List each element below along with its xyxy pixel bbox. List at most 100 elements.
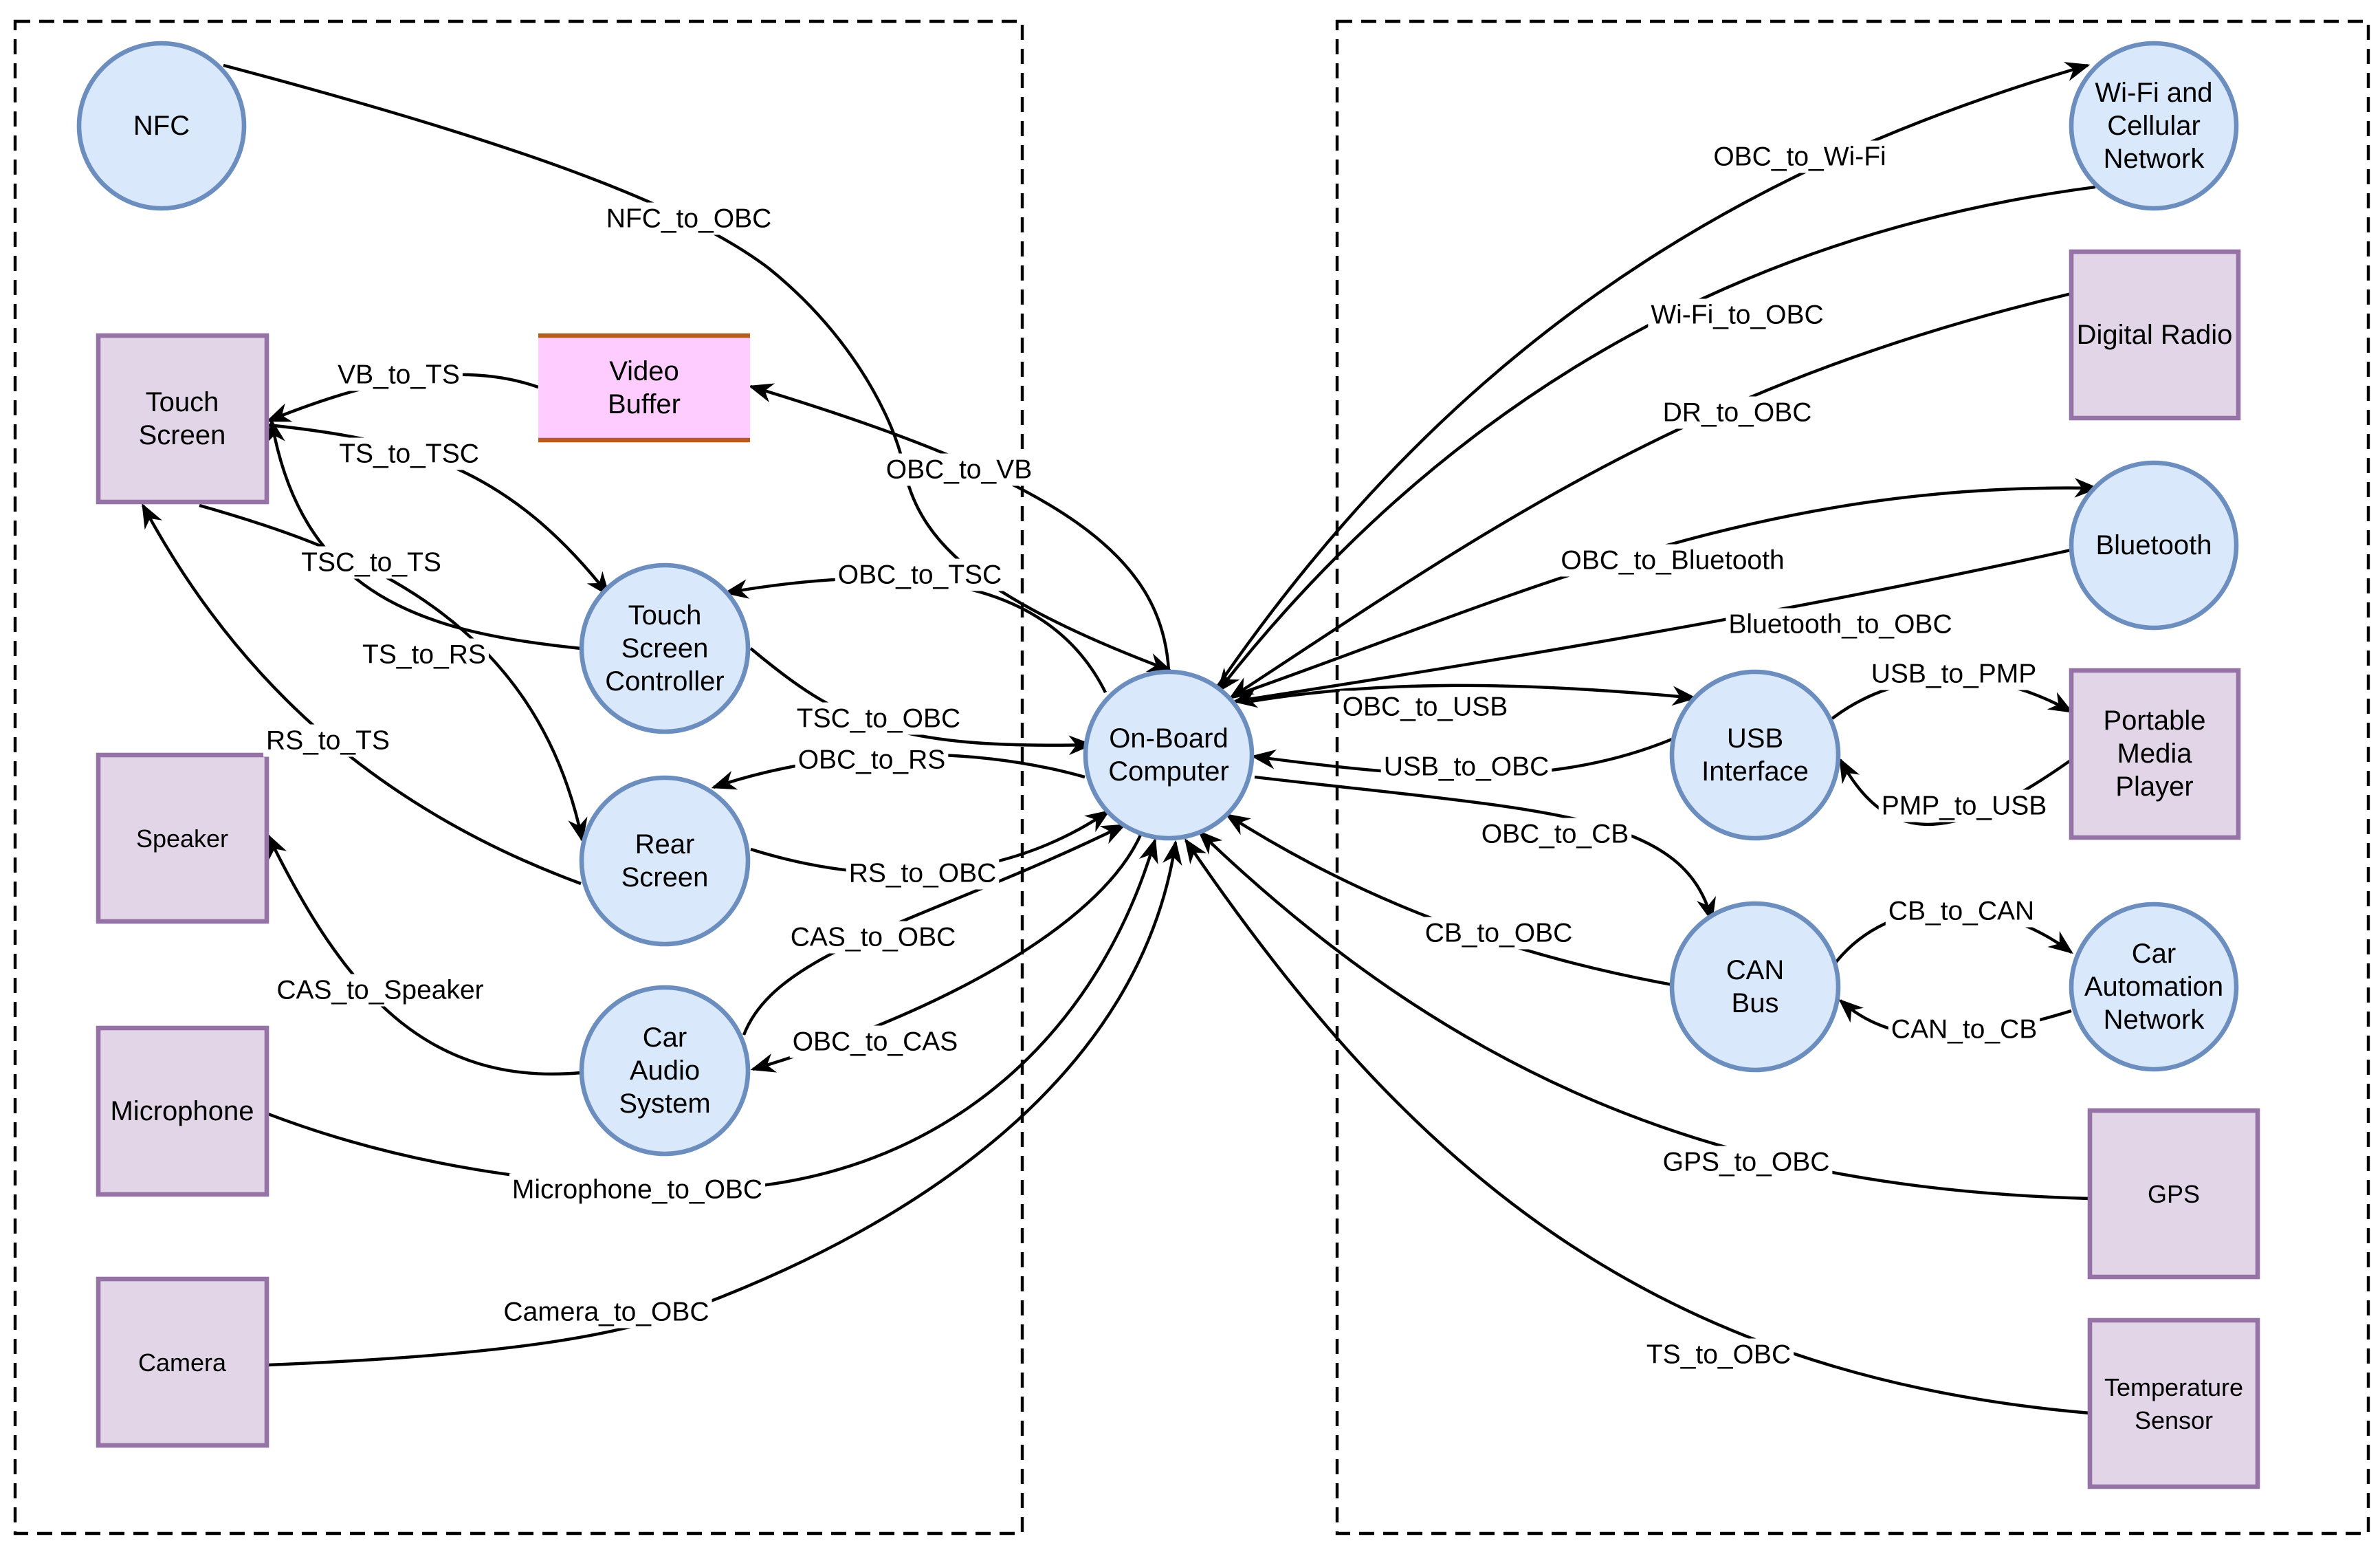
nfc-node: NFC: [76, 41, 247, 211]
flow-label-ts-to-tsc: TS_to_TSC: [339, 439, 479, 469]
label-line: Network: [2104, 144, 2205, 174]
label-line: Screen: [621, 862, 709, 893]
label-line: Screen: [621, 633, 709, 664]
camera-label: Camera: [138, 1348, 227, 1377]
label-line: Car: [643, 1023, 687, 1053]
label-line: Touch: [146, 387, 219, 417]
speaker-node: Speaker: [96, 752, 269, 924]
flow-path-cb-to-obc: [1224, 813, 1673, 987]
flow-label-background: [1660, 396, 1815, 429]
flow-path-wifi-to-obc: [1216, 185, 2096, 693]
flow-label-background: [1380, 750, 1552, 783]
flow-label-obc-to-cb: OBC_to_CB: [1481, 820, 1629, 849]
speaker-label: Speaker: [136, 824, 228, 853]
flow-label-rs-to-obc: RS_to_OBC: [849, 859, 997, 888]
gps-node: GPS: [2087, 1108, 2260, 1280]
label-line: Bus: [1732, 988, 1779, 1018]
gps-label: GPS: [2148, 1180, 2200, 1208]
flow-label-background: [883, 453, 1035, 486]
flow-label-background: [1710, 140, 1889, 173]
label-line: GPS: [2148, 1180, 2200, 1208]
flow-path-ts-to-rs: [199, 503, 588, 843]
label-line: Computer: [1108, 756, 1229, 787]
flow-label-obc-to-cas: OBC_to_CAS: [793, 1027, 958, 1057]
flow-label-obc-to-rs: OBC_to_RS: [798, 745, 946, 775]
microphone-node: Microphone: [96, 1025, 269, 1197]
flow-label-background: [1726, 608, 1955, 641]
flow-label-background: [787, 921, 959, 954]
flow-label-background: [336, 437, 482, 470]
flow-label-background: [1878, 789, 2050, 822]
flow-label-background: [509, 1173, 766, 1206]
flow-label-dr-to-obc: DR_to_OBC: [1663, 398, 1812, 428]
label-line: Portable: [2104, 706, 2206, 736]
label-line: NFC: [133, 111, 190, 141]
microphone-label: Microphone: [110, 1096, 254, 1126]
flow-label-rs-to-ts: RS_to_TS: [266, 726, 390, 756]
flow-label-cas-to-obc: CAS_to_OBC: [791, 923, 956, 952]
label-line: Controller: [605, 666, 724, 697]
flow-label-can-to-cb: CAN_to_CB: [1891, 1015, 2037, 1045]
flow-label-tsc-to-obc: TSC_to_OBC: [797, 704, 960, 734]
flow-label-cb-to-can: CB_to_CAN: [1888, 897, 2034, 926]
flow-path-cas-to-speaker: [267, 833, 582, 1076]
label-line: Cellular: [2107, 111, 2201, 141]
bluetooth-node: Bluetooth: [2069, 460, 2239, 631]
flow-path-camera-to-obc: [267, 840, 1182, 1367]
flow-label-cas-to-speaker: CAS_to_Speaker: [276, 976, 483, 1005]
flow-label-background: [603, 202, 775, 235]
flow-label-obc-to-vb: OBC_to_VB: [886, 455, 1032, 485]
label-line: Microphone: [110, 1096, 254, 1126]
flow-label-ts-to-rs: TS_to_RS: [362, 640, 486, 670]
flow-label-background: [846, 857, 1000, 890]
flow-label-obc-to-wifi: OBC_to_Wi-Fi: [1713, 142, 1886, 172]
label-line: Buffer: [608, 389, 681, 419]
label-line: Interface: [1701, 756, 1809, 787]
flow-path-gps-to-obc: [1198, 830, 2091, 1201]
flow-label-background: [1648, 298, 1827, 331]
flow-label-obc-to-bluetooth: OBC_to_Bluetooth: [1561, 546, 1784, 576]
flow-label-cb-to-obc: CB_to_OBC: [1425, 919, 1573, 948]
label-line: Speaker: [136, 824, 228, 853]
left-trust-boundary: [13, 19, 1024, 1535]
flow-label-background: [263, 724, 393, 757]
label-line: Sensor: [2135, 1406, 2213, 1434]
flow-label-background: [1478, 818, 1632, 851]
label-line: CAN: [1726, 955, 1784, 985]
flow-label-bluetooth-to-obc: Bluetooth_to_OBC: [1728, 610, 1952, 640]
label-line: Digital Radio: [2077, 320, 2233, 350]
flow-path-bluetooth-to-obc: [1232, 548, 2071, 708]
flow-label-background: [795, 743, 949, 776]
flow-label-usb-to-pmp: USB_to_PMP: [1871, 659, 2037, 689]
flow-label-background: [500, 1296, 712, 1329]
flow-label-background: [789, 1025, 961, 1058]
flow-path-obc-to-usb: [1250, 684, 1697, 706]
label-line: Screen: [139, 420, 226, 450]
flow-path-dr-to-obc: [1228, 292, 2072, 699]
flow-label-background: [1643, 1338, 1794, 1371]
label-line: Temperature: [2104, 1373, 2243, 1401]
flow-label-ts-to-obc: TS_to_OBC: [1646, 1340, 1791, 1370]
flow-label-background: [1888, 1013, 2040, 1046]
bluetooth-label: Bluetooth: [2095, 530, 2212, 560]
flow-path-obc-to-vb: [748, 383, 1171, 671]
flow-label-pmp-to-usb: PMP_to_USB: [1882, 791, 2047, 821]
flow-label-obc-to-usb: OBC_to_USB: [1343, 692, 1508, 722]
